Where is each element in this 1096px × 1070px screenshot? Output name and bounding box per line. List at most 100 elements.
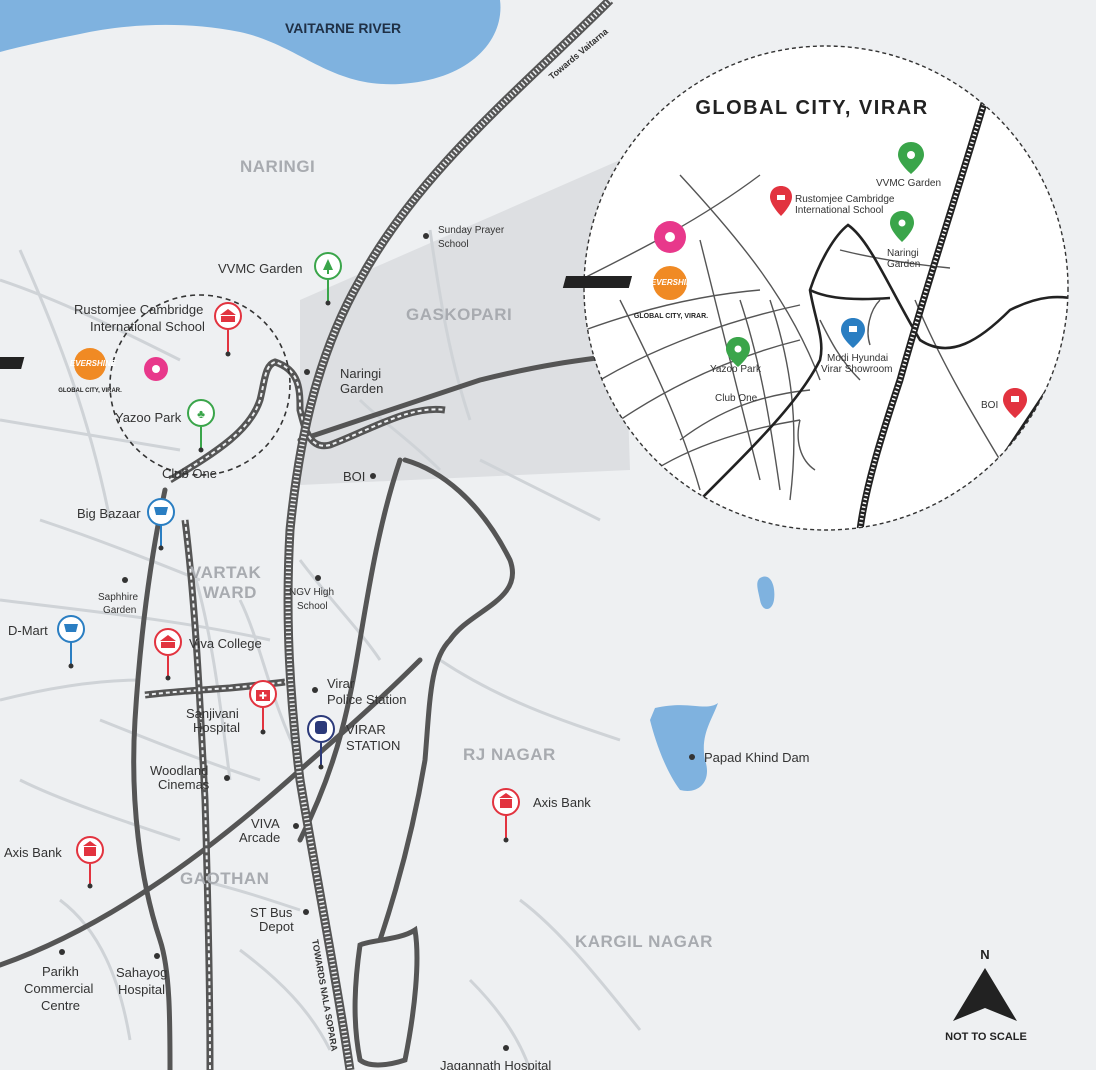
papad-khind-dam-water [650, 703, 718, 791]
label-viva-arcade-2: Arcade [239, 830, 280, 845]
inset-label-yazoo-park: Yazoo Park [710, 364, 762, 375]
svg-text:EVERSHINE: EVERSHINE [70, 359, 117, 368]
cart-icon [154, 507, 168, 515]
pin-sanjivani-hospital[interactable] [249, 680, 277, 735]
pin-virar-station[interactable] [307, 715, 335, 770]
inset-pin-boi[interactable] [1003, 388, 1027, 418]
minor-roads [0, 229, 642, 1070]
label-saphhire-2: Garden [103, 605, 136, 616]
label-sanjivani-1: Sanjivani [186, 706, 239, 721]
label-police-2: Police Station [327, 692, 407, 707]
label-viva-college: Viva College [189, 636, 262, 651]
label-parikh-1: Parikh [42, 964, 79, 979]
inset-label-naringi-1: Naringi [887, 248, 919, 259]
label-police-1: Virar [327, 676, 355, 691]
inset-project-marker-center [665, 232, 675, 242]
park-icon: ♣ [197, 407, 205, 421]
area-gaskopari: GASKOPARI [406, 305, 512, 324]
inset-label-rustomjee-1: Rustomjee Cambridge [795, 194, 895, 205]
svg-text:GLOBAL CITY, VIRAR.: GLOBAL CITY, VIRAR. [634, 313, 708, 320]
north-arrow-icon [953, 968, 1017, 1021]
area-naringi: NARINGI [240, 157, 315, 176]
main-roads [0, 352, 623, 1070]
pin-big-bazaar[interactable] [147, 498, 175, 551]
label-sunday-prayer-2: School [438, 239, 469, 250]
bank-icon [499, 793, 513, 808]
label-dmart: D-Mart [8, 623, 48, 638]
inset-railway [856, 98, 989, 530]
inset-label-vvmc-garden: VVMC Garden [876, 178, 941, 189]
label-sunday-prayer-1: Sunday Prayer [438, 225, 505, 236]
small-pond [757, 576, 775, 609]
inset-pin-modi-hyundai[interactable] [841, 318, 865, 348]
svg-text:GLOBAL CITY, VIRAR.: GLOBAL CITY, VIRAR. [58, 388, 122, 394]
inset-pin-naringi-garden[interactable] [890, 211, 914, 242]
pin-vvmc-garden[interactable] [314, 252, 342, 306]
inset-pin-rustomjee[interactable] [770, 186, 792, 216]
landmark-dots [59, 233, 695, 1051]
train-icon [315, 721, 327, 734]
inset-label-modi-2: Virar Showroom [821, 364, 893, 375]
label-ngv-1: NGV High [289, 587, 334, 598]
area-vartak-ward-line1: VARTAK [190, 563, 262, 582]
label-naringi-garden-1: Naringi [340, 366, 381, 381]
inset-map [583, 45, 1069, 531]
label-st-bus-1: ST Bus [250, 905, 293, 920]
inset-label-club-one: Club One [715, 393, 758, 404]
label-jagannath-hospital: Jagannath Hospital [440, 1058, 551, 1070]
inset-label-rustomjee-2: International School [795, 205, 883, 216]
inset-minor-roads [584, 174, 1001, 501]
inset-label-boi: BOI [981, 400, 998, 411]
label-woodland-2: Cinemas [158, 777, 210, 792]
label-big-bazaar: Big Bazaar [77, 506, 141, 521]
label-club-one: Club One [162, 466, 217, 481]
project-radius-circle [109, 294, 291, 476]
vaitarne-river [0, 0, 501, 85]
label-naringi-garden-2: Garden [340, 381, 383, 396]
pin-yazoo-park[interactable]: ♣ [187, 399, 215, 453]
pin-axis-bank-center[interactable] [492, 788, 520, 843]
label-vvmc-garden: VVMC Garden [218, 261, 303, 276]
pin-rustomjee-school[interactable] [214, 302, 242, 357]
area-gaothan: GAOTHAN [180, 869, 269, 888]
inset-title: GLOBAL CITY, VIRAR [695, 97, 928, 119]
label-woodland-1: Woodland [150, 763, 208, 778]
label-axis-bank-center: Axis Bank [533, 795, 591, 810]
area-vartak-ward-line2: WARD [203, 583, 257, 602]
pin-axis-bank-left[interactable] [76, 836, 104, 889]
area-kargil-nagar: KARGIL NAGAR [575, 932, 713, 951]
label-parikh-3: Centre [41, 998, 80, 1013]
label-station-1: VIRAR [346, 722, 386, 737]
label-rustomjee-1: Rustomjee Cambridge [74, 302, 203, 317]
pin-dmart[interactable] [57, 615, 85, 669]
label-yazoo-park: Yazoo Park [115, 410, 182, 425]
school-icon [160, 635, 176, 648]
railway-line [283, 0, 614, 1070]
label-sanjivani-2: Hospital [193, 720, 240, 735]
label-sahayog-1: Sahayog [116, 965, 167, 980]
focus-wedge [300, 160, 630, 485]
label-station-2: STATION [346, 738, 400, 753]
area-rj-nagar: RJ NAGAR [463, 745, 556, 764]
not-to-scale-label: NOT TO SCALE [945, 1031, 1027, 1043]
inset-pin-yazoo-park[interactable] [726, 337, 750, 367]
project-location-marker-center [152, 365, 160, 373]
label-papad-khind-dam: Papad Khind Dam [704, 750, 810, 765]
inset-label-modi-1: Modi Hyundai [827, 353, 888, 364]
label-viva-arcade-1: VIVA [251, 816, 280, 831]
pin-viva-college[interactable] [154, 628, 182, 681]
svg-text:EVERSHINE: EVERSHINE [651, 278, 698, 287]
inset-pin-vvmc-garden[interactable] [898, 142, 924, 174]
tree-icon [323, 259, 333, 274]
label-boi: BOI [343, 469, 365, 484]
label-st-bus-2: Depot [259, 919, 294, 934]
label-sahayog-2: Hospital [118, 982, 165, 997]
label-rustomjee-2: International School [90, 319, 205, 334]
cart-icon [64, 624, 78, 632]
evershine-logo: EVERSHINE GLOBAL CITY, VIRAR. [0, 348, 122, 394]
north-label: N [980, 947, 989, 962]
bank-icon [83, 841, 97, 856]
label-ngv-2: School [297, 601, 328, 612]
label-axis-bank-left: Axis Bank [4, 845, 62, 860]
